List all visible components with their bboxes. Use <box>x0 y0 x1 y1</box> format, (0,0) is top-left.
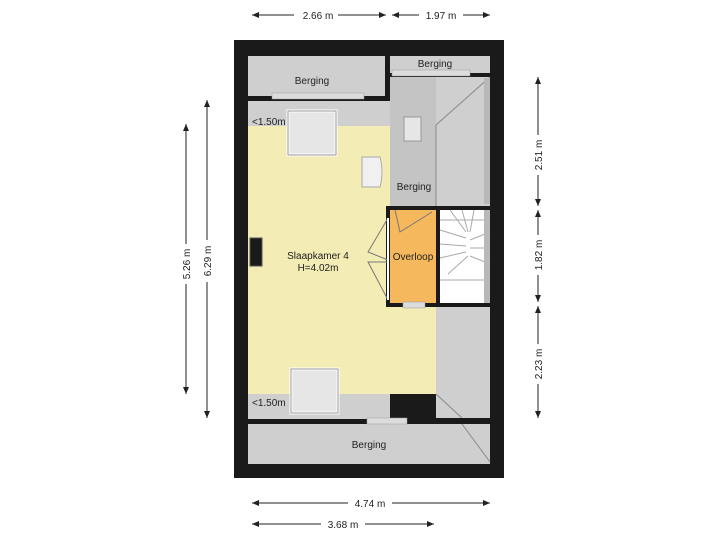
doors <box>367 209 433 301</box>
stair-step <box>439 229 467 239</box>
label-slaapkamer: Slaapkamer 4 <box>287 251 349 262</box>
stair-step <box>439 251 467 259</box>
overloop-area <box>390 210 436 303</box>
dimension-label-bg <box>180 244 192 284</box>
dimension-label-bg <box>532 344 544 384</box>
stair-step <box>449 209 467 233</box>
dimension-left-inner: 6.29 m <box>203 246 214 277</box>
roof-lines <box>435 76 491 463</box>
berging-bottom-area <box>248 424 490 464</box>
stair-step <box>447 255 469 275</box>
dimension-right-middle: 1.82 m <box>534 240 545 271</box>
berging-top-right-area <box>390 56 490 74</box>
label-berging-top-right: Berging <box>418 59 452 70</box>
room-labels: Berging Berging Berging Berging Slaapkam… <box>252 59 452 451</box>
interior-wall <box>386 206 490 210</box>
berging-lower-right-area <box>436 306 490 418</box>
dimension-top-left: 2.66 m <box>303 11 334 22</box>
skylight-bottom <box>289 367 340 415</box>
windows <box>271 69 471 425</box>
bedroom-area <box>248 126 436 394</box>
stair-rail <box>484 210 490 303</box>
roof-line <box>435 393 463 419</box>
door-swing <box>367 261 389 301</box>
window-bottom <box>366 417 408 425</box>
label-berging-right: Berging <box>397 182 431 193</box>
dimension-bottom-inner: 3.68 m <box>328 520 359 531</box>
window-top-right <box>391 69 471 77</box>
dimension-top-right: 1.97 m <box>426 11 457 22</box>
skylight-top <box>286 109 338 157</box>
dimension-label-bg <box>532 135 544 175</box>
dimension-lines: 2.66 m 1.97 m 5.26 m 6.29 m 2.51 m 1.82 … <box>180 9 545 531</box>
interior-wall <box>386 303 490 307</box>
chimney <box>249 237 263 267</box>
label-low-ceiling-bottom: <1.50m <box>252 398 286 409</box>
stair-step <box>439 243 467 247</box>
dimension-right-bottom: 2.23 m <box>534 349 545 380</box>
door-swing <box>394 209 433 233</box>
dimension-label-bg <box>294 9 338 21</box>
dimension-label-bg <box>532 235 544 275</box>
berging-top-left-area <box>248 56 385 96</box>
dimension-right-top: 2.51 m <box>534 140 545 171</box>
window-landing <box>402 301 426 309</box>
sink <box>361 156 383 188</box>
dimension-label-bg <box>321 518 365 530</box>
dimension-label-bg <box>348 497 392 509</box>
door-swing <box>367 217 389 261</box>
stair-step <box>469 209 475 233</box>
window-top <box>271 92 365 100</box>
staircase <box>439 209 491 303</box>
roof-line <box>461 423 491 463</box>
label-berging-bottom: Berging <box>352 440 386 451</box>
interior-wall <box>436 210 440 303</box>
skylight-bottom-frame <box>290 368 339 414</box>
dimension-label-bg <box>201 240 213 282</box>
dimension-label-bg <box>419 9 463 21</box>
dimension-left-outer: 5.26 m <box>182 249 193 280</box>
stair-step <box>461 209 469 233</box>
skylight-small <box>403 116 422 142</box>
label-overloop: Overloop <box>393 252 434 263</box>
dimension-bottom-outer: 4.74 m <box>355 499 386 510</box>
skylight-top-frame <box>287 110 337 156</box>
label-slaapkamer-height: H=4.02m <box>298 263 339 274</box>
right-wall-frame <box>484 78 490 204</box>
label-berging-top-left: Berging <box>295 76 329 87</box>
roof-line <box>435 76 491 126</box>
interior-wall <box>385 56 390 101</box>
label-low-ceiling-top: <1.50m <box>252 117 286 128</box>
